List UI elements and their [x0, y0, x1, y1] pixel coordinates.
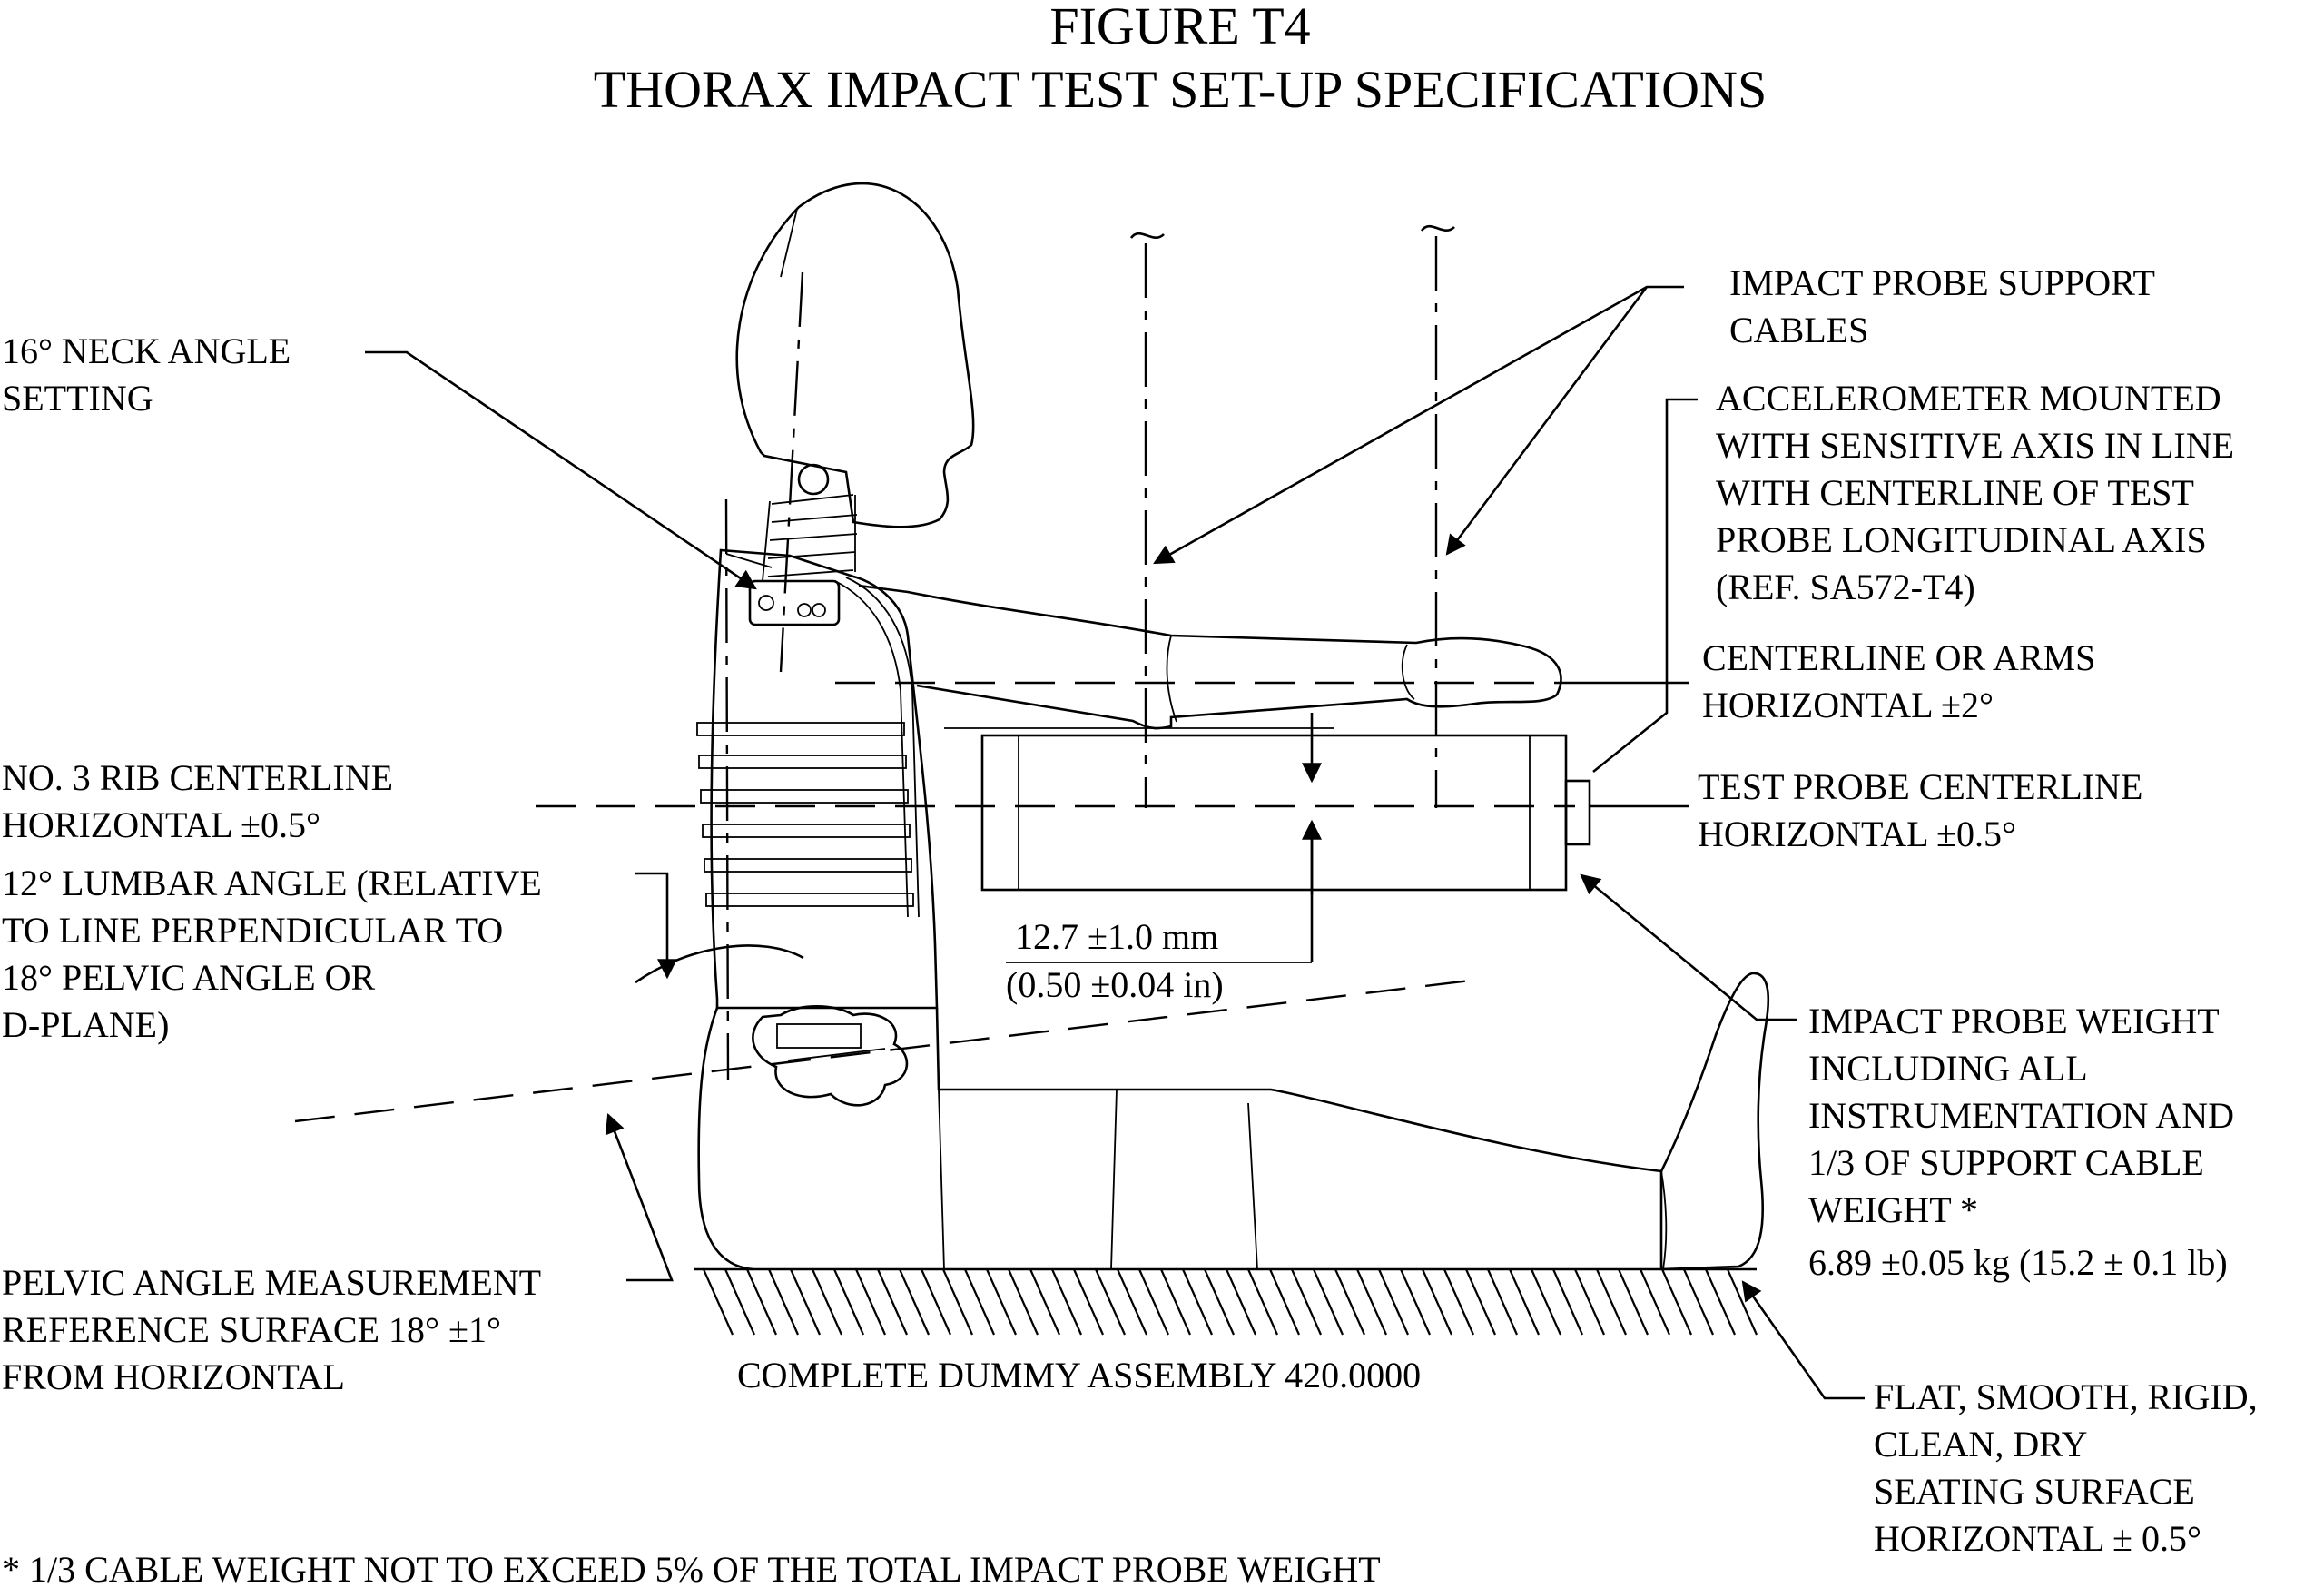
- svg-text:TO LINE PERPENDICULAR TO: TO LINE PERPENDICULAR TO: [2, 910, 503, 951]
- svg-text:INCLUDING ALL: INCLUDING ALL: [1808, 1048, 2088, 1089]
- svg-text:FROM HORIZONTAL: FROM HORIZONTAL: [2, 1356, 345, 1397]
- svg-text:INSTRUMENTATION AND: INSTRUMENTATION AND: [1808, 1095, 2234, 1136]
- svg-text:HORIZONTAL ±0.5°: HORIZONTAL ±0.5°: [1698, 814, 2016, 854]
- svg-text:6.89 ±0.05 kg (15.2 ± 0.1 lb): 6.89 ±0.05 kg (15.2 ± 0.1 lb): [1808, 1242, 2228, 1283]
- svg-text:HORIZONTAL ±2°: HORIZONTAL ±2°: [1702, 685, 1994, 725]
- dummy-neck: [748, 463, 858, 626]
- dummy-foot: [1659, 972, 1770, 1271]
- svg-text:PROBE LONGITUDINAL AXIS: PROBE LONGITUDINAL AXIS: [1716, 519, 2207, 560]
- accelerometer-block: [1564, 779, 1591, 846]
- leader-lines: [365, 285, 1865, 1400]
- label-assembly: COMPLETE DUMMY ASSEMBLY 420.0000: [737, 1355, 1421, 1396]
- svg-text:WITH CENTERLINE OF TEST: WITH CENTERLINE OF TEST: [1716, 472, 2194, 513]
- label-probe-centerline: TEST PROBE CENTERLINE HORIZONTAL ±0.5°: [1698, 766, 2142, 854]
- svg-text:SETTING: SETTING: [2, 378, 153, 419]
- svg-text:TEST PROBE CENTERLINE: TEST PROBE CENTERLINE: [1698, 766, 2142, 807]
- svg-text:(0.50 ±0.04 in): (0.50 ±0.04 in): [1006, 964, 1224, 1005]
- dummy-pelvis: [752, 1004, 909, 1107]
- svg-text:D-PLANE): D-PLANE): [2, 1004, 169, 1045]
- dummy-head: [735, 182, 975, 528]
- svg-text:SEATING SURFACE: SEATING SURFACE: [1874, 1471, 2195, 1512]
- label-offset-dimension: 12.7 ±1.0 mm (0.50 ±0.04 in): [1006, 916, 1312, 1005]
- svg-text:FLAT, SMOOTH, RIGID,: FLAT, SMOOTH, RIGID,: [1874, 1376, 2258, 1417]
- footnote: * 1/3 CABLE WEIGHT NOT TO EXCEED 5% OF T…: [2, 1549, 1381, 1588]
- svg-text:18° PELVIC ANGLE OR: 18° PELVIC ANGLE OR: [2, 957, 376, 998]
- seating-surface: [694, 1267, 1758, 1336]
- dummy-torso: [710, 548, 939, 1010]
- label-seating-surface: FLAT, SMOOTH, RIGID, CLEAN, DRY SEATING …: [1874, 1376, 2258, 1559]
- svg-text:PELVIC ANGLE MEASUREMENT: PELVIC ANGLE MEASUREMENT: [2, 1262, 541, 1303]
- label-support-cables: IMPACT PROBE SUPPORT CABLES: [1729, 262, 2155, 350]
- svg-text:CLEAN, DRY: CLEAN, DRY: [1874, 1424, 2088, 1465]
- svg-text:ACCELEROMETER MOUNTED: ACCELEROMETER MOUNTED: [1716, 378, 2221, 419]
- svg-text:HORIZONTAL ±0.5°: HORIZONTAL ±0.5°: [2, 804, 320, 845]
- dummy-arm: [858, 584, 1562, 730]
- svg-text:NO. 3 RIB CENTERLINE: NO. 3 RIB CENTERLINE: [2, 757, 393, 798]
- impact-probe: [980, 734, 1591, 892]
- label-arms-centerline: CENTERLINE OR ARMS HORIZONTAL ±2°: [1702, 637, 2095, 725]
- label-lumbar-angle: 12° LUMBAR ANGLE (RELATIVE TO LINE PERPE…: [2, 863, 542, 1045]
- svg-text:HORIZONTAL ± 0.5°: HORIZONTAL ± 0.5°: [1874, 1518, 2201, 1559]
- dummy-ribs: [696, 722, 914, 907]
- svg-text:WEIGHT *: WEIGHT *: [1808, 1189, 1978, 1230]
- svg-text:(REF. SA572-T4): (REF. SA572-T4): [1716, 567, 1975, 607]
- offset-dimension-marks: [944, 713, 1334, 962]
- dummy-figure: [696, 182, 1770, 1271]
- label-pelvic-surface: PELVIC ANGLE MEASUREMENT REFERENCE SURFA…: [2, 1262, 541, 1397]
- svg-text:16° NECK ANGLE: 16° NECK ANGLE: [2, 330, 290, 371]
- support-cables: [1129, 224, 1455, 808]
- label-probe-weight: IMPACT PROBE WEIGHT INCLUDING ALL INSTRU…: [1808, 1001, 2234, 1283]
- pelvic-reference-line: [294, 979, 1472, 1123]
- svg-text:1/3 OF SUPPORT CABLE: 1/3 OF SUPPORT CABLE: [1808, 1142, 2204, 1183]
- surface-hatching: [702, 1268, 1758, 1336]
- svg-text:WITH SENSITIVE AXIS IN LINE: WITH SENSITIVE AXIS IN LINE: [1716, 425, 2234, 466]
- svg-text:IMPACT PROBE WEIGHT: IMPACT PROBE WEIGHT: [1808, 1001, 2220, 1041]
- svg-text:12° LUMBAR ANGLE (RELATIVE: 12° LUMBAR ANGLE (RELATIVE: [2, 863, 542, 903]
- figure-number: FIGURE T4: [1049, 0, 1310, 55]
- label-accelerometer: ACCELEROMETER MOUNTED WITH SENSITIVE AXI…: [1716, 378, 2234, 607]
- svg-text:CENTERLINE OR ARMS: CENTERLINE OR ARMS: [1702, 637, 2095, 678]
- svg-text:REFERENCE SURFACE 18° ±1°: REFERENCE SURFACE 18° ±1°: [2, 1309, 501, 1350]
- label-neck-angle: 16° NECK ANGLE SETTING: [2, 330, 290, 419]
- svg-text:12.7 ±1.0 mm: 12.7 ±1.0 mm: [1015, 916, 1218, 957]
- svg-text:IMPACT PROBE SUPPORT: IMPACT PROBE SUPPORT: [1729, 262, 2155, 303]
- figure-title: THORAX IMPACT TEST SET-UP SPECIFICATIONS: [594, 60, 1767, 119]
- svg-text:CABLES: CABLES: [1729, 310, 1868, 350]
- label-rib-centerline: NO. 3 RIB CENTERLINE HORIZONTAL ±0.5°: [2, 757, 393, 845]
